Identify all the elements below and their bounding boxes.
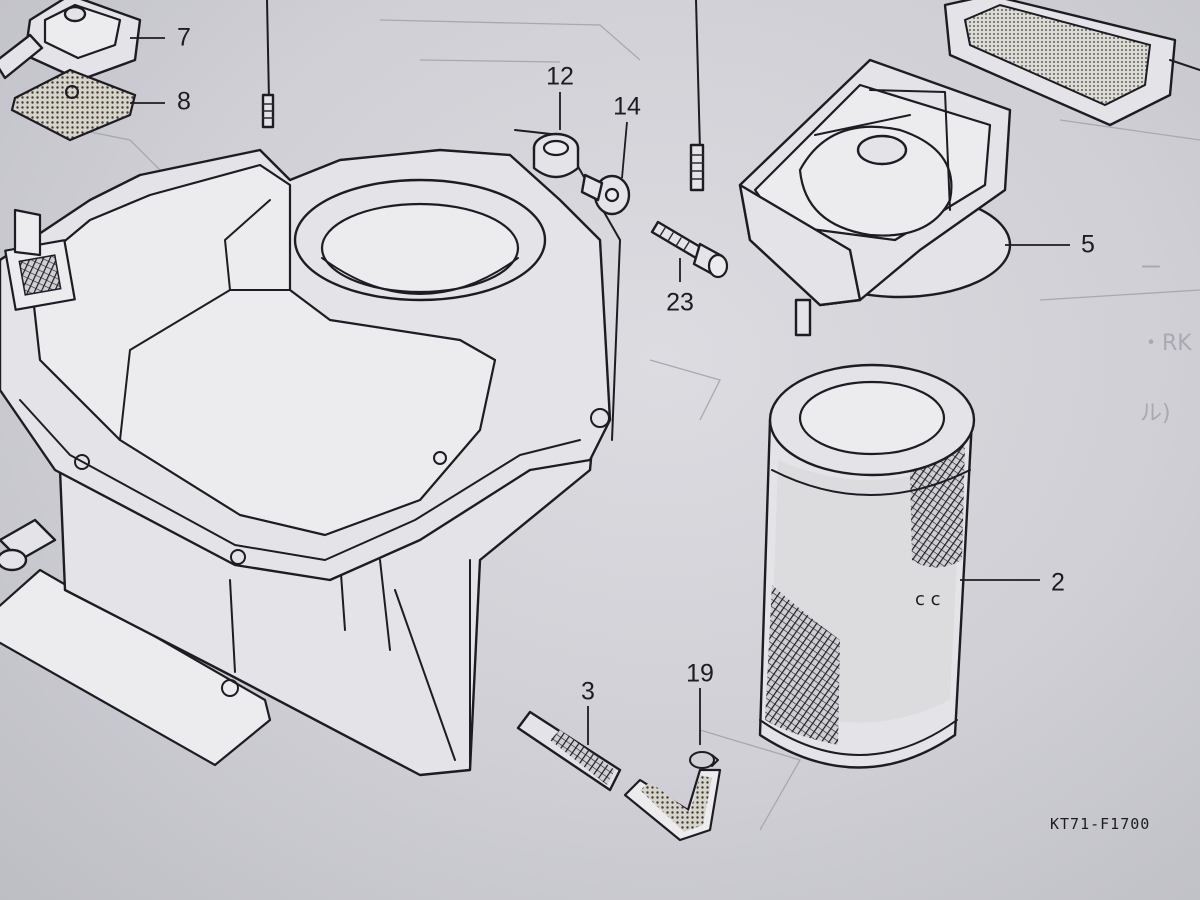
callout-12: 12	[546, 62, 574, 91]
part-19-clip	[689, 751, 719, 769]
callout-5: 5	[1081, 230, 1095, 259]
part-23-flange-bolt	[650, 220, 729, 279]
callout-leader-lines	[130, 37, 1070, 745]
part-12-grommet	[514, 129, 621, 441]
callout-2: 2	[1051, 568, 1065, 597]
part-5-filter-cover	[738, 0, 1200, 337]
callout-19: 19	[686, 659, 714, 688]
callout-7: 7	[177, 23, 191, 52]
svg-text:c c: c c	[915, 589, 941, 610]
air-cleaner-case	[0, 148, 612, 777]
part-2-filter-element: c c	[758, 363, 976, 769]
part-14-collar	[580, 173, 631, 216]
part-3-drain-tube	[516, 710, 722, 842]
callout-14: 14	[613, 92, 641, 121]
callout-3: 3	[581, 677, 595, 706]
svg-text:ー: ー	[1140, 256, 1162, 281]
drawing-reference-code: KT71-F1700	[1050, 815, 1151, 833]
part-7-resonator-cap	[0, 0, 142, 82]
svg-text:・RK: ・RK	[1140, 331, 1192, 356]
callout-23: 23	[666, 288, 694, 317]
long-stud-bolts	[261, 0, 705, 192]
callout-8: 8	[177, 87, 191, 116]
svg-text:ル): ル)	[1140, 401, 1171, 426]
part-8-foam-pad	[10, 68, 137, 142]
